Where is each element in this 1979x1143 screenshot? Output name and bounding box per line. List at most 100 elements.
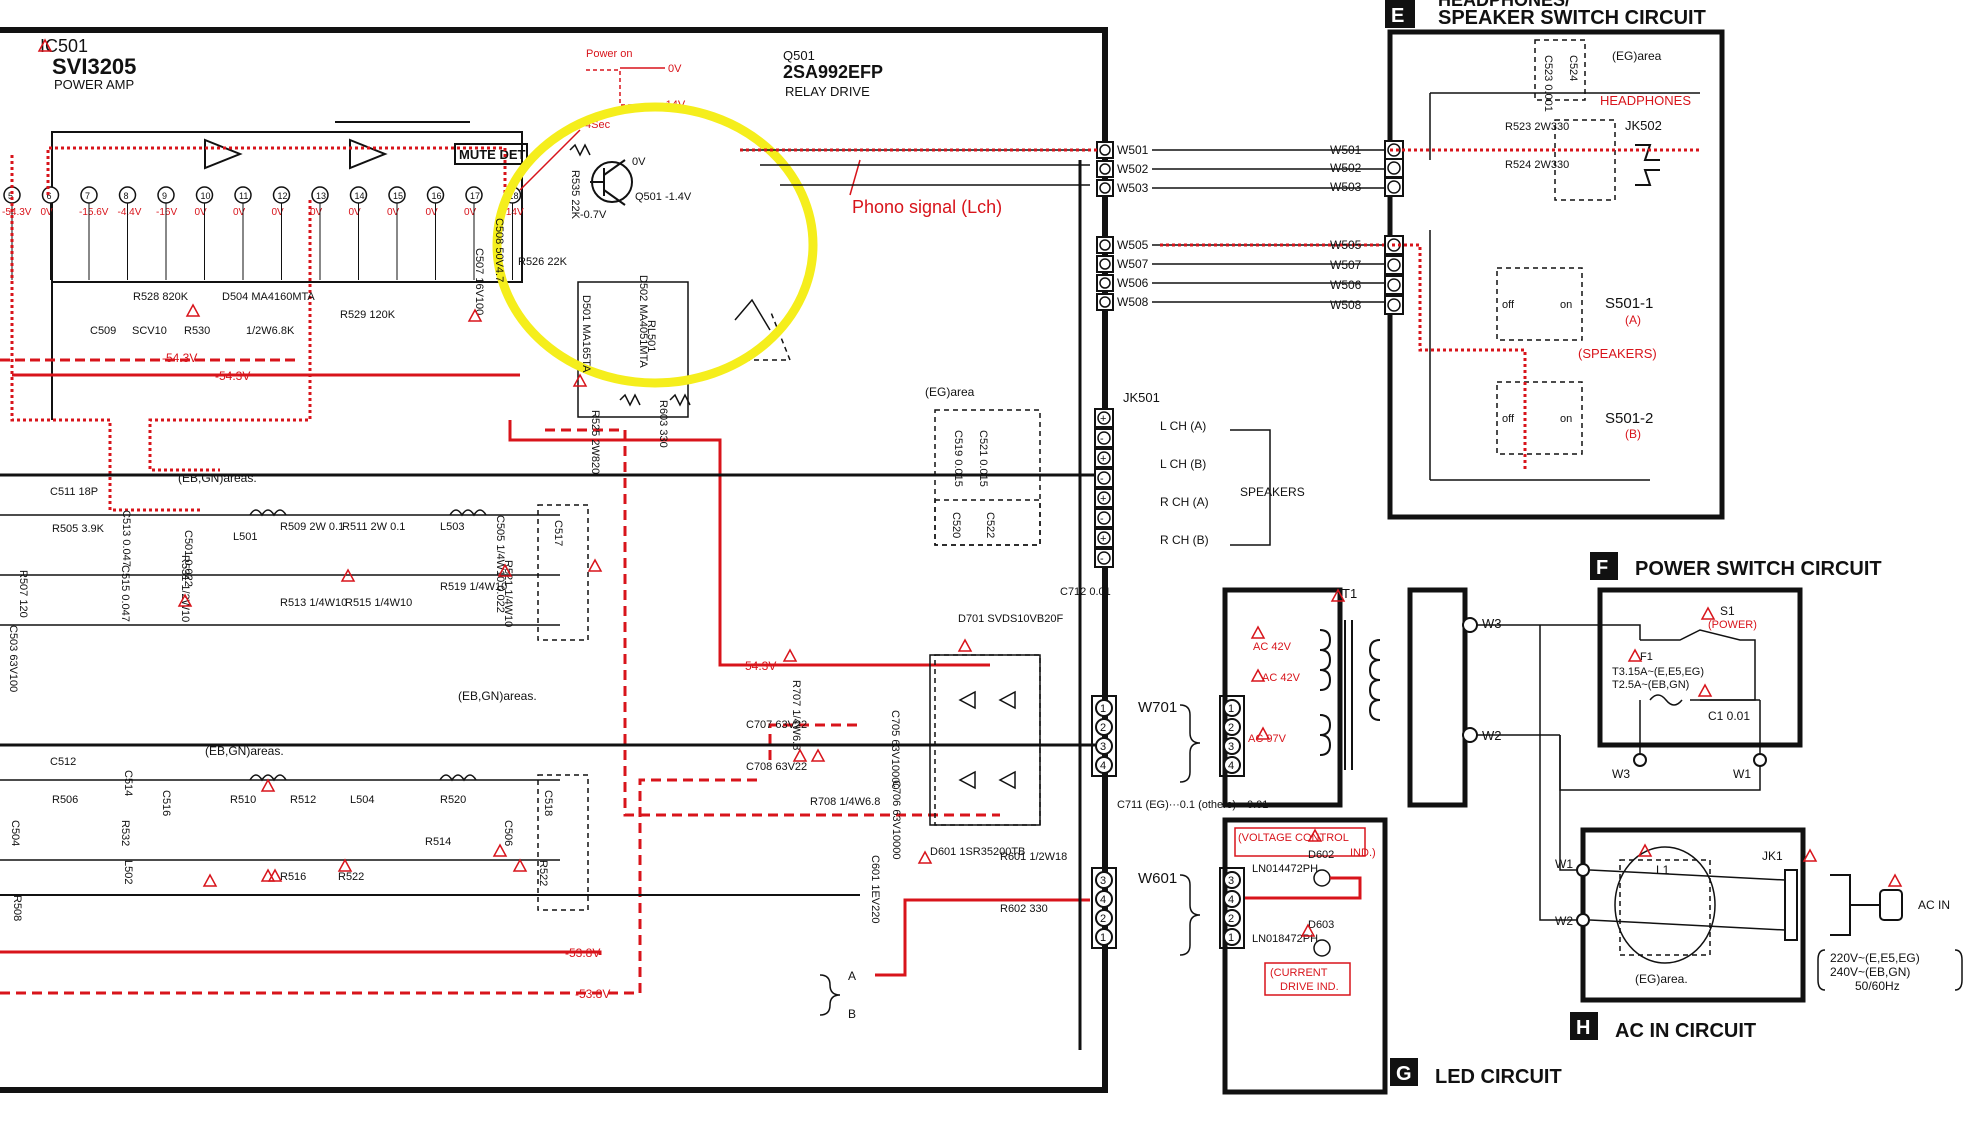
component-label: C706 63V10000	[890, 780, 902, 860]
warning-triangle	[492, 843, 508, 857]
warning-triangle	[267, 868, 283, 882]
component-label: C601 1EV220	[869, 855, 881, 924]
component-label: C712 0.01	[1060, 586, 1111, 598]
ic-pin-number: 10	[201, 191, 211, 201]
timing-0v: 0V	[668, 63, 682, 75]
pin-number: 2	[1228, 913, 1234, 925]
component-label: Q501 -1.4V	[635, 191, 692, 203]
warning-triangle	[202, 873, 218, 887]
ic501-ref: IC501	[40, 36, 88, 56]
block-h-title: AC IN CIRCUIT	[1615, 1020, 1756, 1042]
s501-2-switch[interactable]	[1496, 381, 1583, 455]
block-e-wire-label: W502	[1330, 161, 1362, 175]
component-label: R507 120	[17, 570, 29, 618]
voltage-control-label: (VOLTAGE CONTROL	[1238, 832, 1349, 844]
ic-pin-voltage: 0V	[272, 207, 285, 218]
component-label: C517	[552, 520, 564, 546]
component-label: C705 63V10000	[889, 710, 901, 790]
d602-part: LN014472PH	[1252, 863, 1318, 875]
component-label: R708 1/4W6.8	[810, 796, 880, 808]
warning-triangle	[512, 858, 528, 872]
warning-triangle	[792, 748, 808, 762]
block-h-w2: W2	[1555, 914, 1573, 928]
rail-538-label: -53.8V	[565, 946, 600, 960]
warning-triangle	[1887, 873, 1903, 887]
component-label: R510	[230, 794, 256, 806]
ic-pin-voltage: -16V	[156, 207, 177, 218]
t1-label: T1	[1342, 586, 1357, 601]
block-g-led: G LED CIRCUIT (VOLTAGE CONTROL IND.) D60…	[1219, 817, 1562, 1095]
ic-pin-voltage: 0V	[310, 207, 323, 218]
s501-1-switch[interactable]	[1496, 267, 1583, 341]
component-label: R506	[52, 794, 78, 806]
r524-label: R524 2W330	[1505, 159, 1569, 171]
main-board: IC501 SVI3205 POWER AMP MUTE DET 5-54.3V…	[0, 27, 1390, 1093]
component-symbols	[249, 143, 1041, 911]
current-label-1: (CURRENT	[1270, 967, 1328, 979]
block-h-badge	[1570, 1012, 1598, 1040]
component-label: C519 0.015	[952, 430, 964, 487]
ic-pin-voltage: 0V	[426, 207, 439, 218]
pin-number: 3	[1228, 741, 1234, 753]
warning-triangle	[1802, 848, 1818, 862]
ic-pin-number: 15	[393, 191, 403, 201]
jk501-terminal-sign: -	[1100, 553, 1104, 565]
ic501-role: POWER AMP	[54, 77, 134, 92]
headphones-label: HEADPHONES	[1600, 93, 1691, 108]
warning-triangle	[1627, 648, 1643, 662]
speakers-label: SPEAKERS	[1240, 485, 1305, 499]
ac42b-label: AC 42V	[1262, 672, 1301, 684]
l1-label: L1	[1656, 863, 1670, 877]
component-label: R707 1/4W6.8	[790, 680, 802, 750]
component-label: C516	[160, 790, 172, 816]
ic-pin-voltage: 0V	[349, 207, 362, 218]
fuse-line-1: T3.15A~(E,E5,EG)	[1612, 666, 1704, 678]
block-f-title: POWER SWITCH CIRCUIT	[1635, 558, 1882, 580]
warning-triangle	[260, 868, 276, 882]
warning-triangle	[587, 558, 603, 572]
warning-triangle	[572, 373, 588, 387]
phono-signal-label: Phono signal (Lch)	[852, 197, 1002, 217]
q501-role: RELAY DRIVE	[785, 84, 870, 99]
block-e-wire-terminals[interactable]	[1384, 140, 1404, 315]
block-h-w1: W1	[1555, 857, 1573, 871]
warning-triangle	[1307, 828, 1323, 842]
component-label: C508 50V4.7	[493, 218, 505, 282]
mains-line-2: 240V~(EB,GN)	[1830, 965, 1910, 979]
rail-543-label: -54.3V	[162, 351, 197, 365]
component-label: C522	[984, 512, 996, 538]
s501-2-on: on	[1560, 413, 1572, 425]
component-label: R530	[184, 325, 210, 337]
component-label: R520	[440, 794, 466, 806]
speaker-row-label: R CH (B)	[1160, 533, 1209, 547]
warning-triangle	[1300, 923, 1316, 937]
jk501-terminals[interactable]: +-+-+-+-	[1094, 408, 1114, 568]
speaker-rows: L CH (A)L CH (B)R CH (A)R CH (B)	[1160, 419, 1209, 547]
component-label: D501 MA165TA	[580, 295, 592, 373]
c1-label: C1 0.01	[1708, 709, 1750, 723]
component-label: R601 1/2W18	[1000, 851, 1067, 863]
component-label: R519 1/4W10	[440, 581, 507, 593]
c524-label: C524	[1567, 55, 1579, 81]
block-g-letter: G	[1396, 1063, 1412, 1085]
component-label: C505 1/4W10 0.022	[494, 515, 506, 613]
component-label: R511 2W 0.1	[342, 521, 405, 533]
r523-label: R523 2W330	[1505, 121, 1569, 133]
f1-label: F1	[1640, 651, 1653, 663]
block-e-letter: E	[1391, 5, 1404, 27]
component-label: C708 63V22	[746, 761, 807, 773]
component-label: D701 SVDS10VB20F	[958, 613, 1063, 625]
block-e-wire-label: W501	[1330, 143, 1362, 157]
pin-number: 3	[1100, 875, 1106, 887]
pin-number: 4	[1228, 760, 1234, 772]
pin-number: 2	[1100, 722, 1106, 734]
c523-label: C523 0.001	[1542, 55, 1554, 112]
ic-pin-number: 12	[278, 191, 288, 201]
s501-1-label: S501-1	[1605, 295, 1653, 312]
